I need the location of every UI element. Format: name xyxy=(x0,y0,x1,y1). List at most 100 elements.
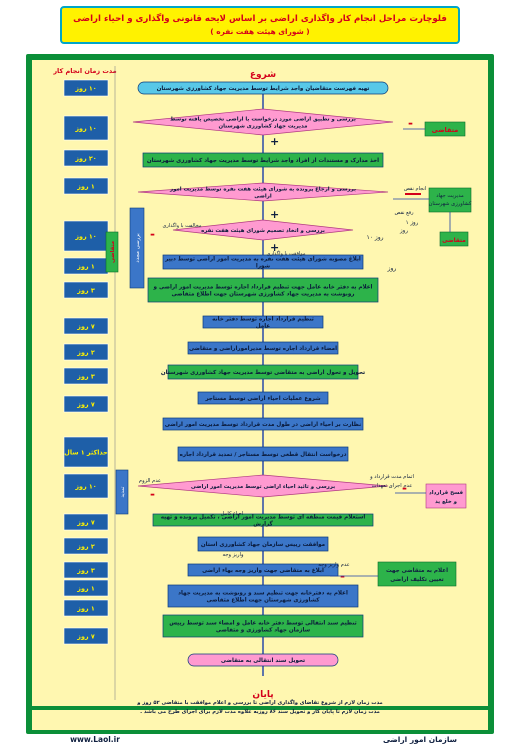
flow-step-1: تهیه فهرست متقاضیان واجد شرایط توسط مدیر… xyxy=(137,81,389,95)
time-box-8 xyxy=(63,317,109,335)
process-shape-13 xyxy=(177,446,349,462)
time-box-9 xyxy=(63,343,109,361)
process-shape-18 xyxy=(167,584,359,608)
flow-step-text-1: تهیه فهرست متقاضیان واجد شرایط توسط مدیر… xyxy=(157,85,370,92)
flow-step-text-13: درخواست انتقال قطعی توسط مستاجر / تمدید … xyxy=(180,452,347,458)
plus-sign-2: + xyxy=(270,208,279,221)
applicant-box-2-label: متقاضی xyxy=(442,238,466,244)
time-box-19 xyxy=(63,627,109,645)
time-box-label-4: ۱ روز xyxy=(76,183,94,191)
page-title: فلوچارت مراحل انجام کار واگذاری اراضی بر… xyxy=(73,14,447,24)
time-box-18 xyxy=(63,599,109,617)
district-mgmt-label-2: کشاورزی شهرستان xyxy=(429,201,472,207)
non-compliance-vertical: تمدید xyxy=(120,486,126,498)
time-box-label-14: ۷ روز xyxy=(76,519,95,527)
flow-step-2: بررسی و تطبیق اراضی مورد درخواست با اراض… xyxy=(132,108,394,136)
process-shape-10 xyxy=(167,364,359,380)
flow-step-20: تحویل سند انتقالی به متقاضی xyxy=(187,653,339,667)
time-box-label-19: ۷ روز xyxy=(76,633,95,641)
footnote-2: مدت زمان لازم تا پایان کار و تحویل سند ۸… xyxy=(140,709,380,715)
flow-step-text-4-line-2: اراضی xyxy=(254,193,272,199)
decision-shape-4 xyxy=(137,182,389,202)
incomplete-label: انجام نقص xyxy=(404,186,426,192)
flow-steps: تهیه فهرست متقاضیان واجد شرایط توسط مدیر… xyxy=(132,81,394,667)
pay-notice-box xyxy=(377,561,457,587)
agree-label: موافقت با واگذاری xyxy=(266,250,305,257)
time-box-label-1: ۱۰ روز xyxy=(74,85,96,93)
flow-step-14: بررسی و تائید احیاء اراضی توسط مدیریت ام… xyxy=(137,474,389,498)
time-box-12 xyxy=(63,436,109,468)
process-shape-19 xyxy=(162,614,364,638)
flow-step-18: اعلام به دفترخانه جهت تنظیم سند و رونوشت… xyxy=(167,584,359,608)
flow-step-13: درخواست انتقال قطعی توسط مستاجر / تمدید … xyxy=(177,446,349,462)
plus-sign-1: + xyxy=(270,135,279,148)
terminal-shape-20 xyxy=(187,653,339,667)
disagree-label: مخالفت با واگذاری xyxy=(162,222,201,229)
review-vertical-label: بررسی مجدد xyxy=(135,233,141,263)
time-box-11 xyxy=(63,395,109,413)
flow-step-9: امضاء قرارداد اجاره توسط مدیراموراراضی و… xyxy=(187,341,339,355)
pay-notice-label: اعلام به متقاضی جهت xyxy=(386,568,448,574)
process-shape-8 xyxy=(202,315,324,329)
decision-shape-14 xyxy=(137,474,389,498)
fix-days-2: روز xyxy=(399,228,408,234)
flow-step-text-2: بررسی و تطبیق اراضی مورد درخواست با اراض… xyxy=(170,116,356,122)
process-shape-6 xyxy=(162,254,364,270)
time-box-label-17: ۱ روز xyxy=(76,585,94,593)
time-box-label-3: ۲۰ روز xyxy=(74,155,96,163)
flow-step-text-10: تحویل و تحول اراضی به متقاضی توسط مدیریت… xyxy=(161,369,365,376)
positive-label: احیاء کامل xyxy=(221,511,244,517)
flow-step-text-8-line-2: عامل xyxy=(256,324,271,330)
time-box-10 xyxy=(63,367,109,385)
fix-label: رفع نقص xyxy=(394,210,414,216)
unpaid-label: عدم واریز وجه xyxy=(318,562,350,568)
header-box: فلوچارت مراحل انجام کار واگذاری اراضی بر… xyxy=(60,6,460,44)
ten-days-label: ۱۰ روز xyxy=(366,234,383,241)
flow-step-text-12: نظارت بر احیاء اراضی در طول مدت قرارداد … xyxy=(165,422,361,428)
flow-step-7: اعلام به دفتر خانه عامل جهت تنظیم قراردا… xyxy=(147,277,379,303)
time-box-17 xyxy=(63,579,109,597)
time-box-label-7: ۳ روز xyxy=(76,287,95,295)
flow-step-text-3: اخذ مدارک و مستندات از افراد واجد شرایط … xyxy=(147,157,379,164)
time-box-1 xyxy=(63,79,109,97)
flow-step-12: نظارت بر احیاء اراضی در طول مدت قرارداد … xyxy=(162,417,364,431)
time-box-label-12: حداکثر ۱ سال xyxy=(64,449,108,457)
time-box-label-6: ۱ روز xyxy=(76,263,94,271)
time-box-3 xyxy=(63,149,109,167)
process-shape-16 xyxy=(197,536,329,552)
flow-step-text-9: امضاء قرارداد اجاره توسط مدیراموراراضی و… xyxy=(189,346,337,352)
district-mgmt-label: مدیریت جهاد xyxy=(436,193,464,199)
process-shape-15 xyxy=(152,513,374,527)
time-box-label-16: ۳ روز xyxy=(76,567,95,575)
flow-step-11: شروع عملیات احیاء اراضی توسط مستاجر xyxy=(197,391,329,405)
end-label: پایان xyxy=(252,690,273,700)
paid-label: واریز وجه xyxy=(223,552,244,558)
cancel-contract-label-2: و خلع ید xyxy=(435,499,457,505)
time-box-label-13: ۱۰ روز xyxy=(74,483,96,491)
flow-step-5: بررسی و اتخاذ تصمیم شورای هیئت هفت نفره xyxy=(172,219,354,241)
flow-step-text-16: موافقت رییس سازمان جهاد کشاورزی استان xyxy=(201,541,326,548)
flow-step-text-11: شروع عملیات احیاء اراضی توسط مستاجر xyxy=(204,396,321,402)
applicant-vertical-label: متقاضی xyxy=(110,241,116,263)
decision-shape-5 xyxy=(172,219,354,241)
start-label: شروع xyxy=(250,70,276,80)
time-box-label-11: ۷ روز xyxy=(76,401,95,409)
applicant-vertical-box xyxy=(105,231,119,273)
non-compliance-label: عدم الزوم xyxy=(139,478,161,484)
footnote-1: مدت زمان لازم از شروع تقاضای واگذاری ارا… xyxy=(136,699,382,706)
decision-shape-2 xyxy=(132,108,394,136)
flow-step-text-15-line-2: گزارش xyxy=(253,520,273,528)
flow-step-4: بررسی و ارجاع پرونده به شورای هیئت هفت ن… xyxy=(137,182,389,202)
time-box-label-5: ۱۰ روز xyxy=(74,233,96,241)
time-box-13 xyxy=(63,473,109,499)
time-box-label-9: ۲ روز xyxy=(76,349,95,357)
review-vertical-box xyxy=(129,207,145,289)
flow-step-text-18-line-2: کشاورزی شهرستان جهت اطلاع متقاضی xyxy=(206,597,320,604)
time-column: ۱۰ روز ۱۰ روز ۲۰ روز ۱ روز ۱۰ روز ۱ روز ۳ روز ۷… xyxy=(63,79,109,645)
incomplete-bar xyxy=(405,193,421,195)
terminal-shape-1 xyxy=(137,81,389,95)
non-compliance-box xyxy=(115,469,129,515)
time-box-label-15: ۲ روز xyxy=(76,543,95,551)
flow-step-16: موافقت رییس سازمان جهاد کشاورزی استان xyxy=(197,536,329,552)
